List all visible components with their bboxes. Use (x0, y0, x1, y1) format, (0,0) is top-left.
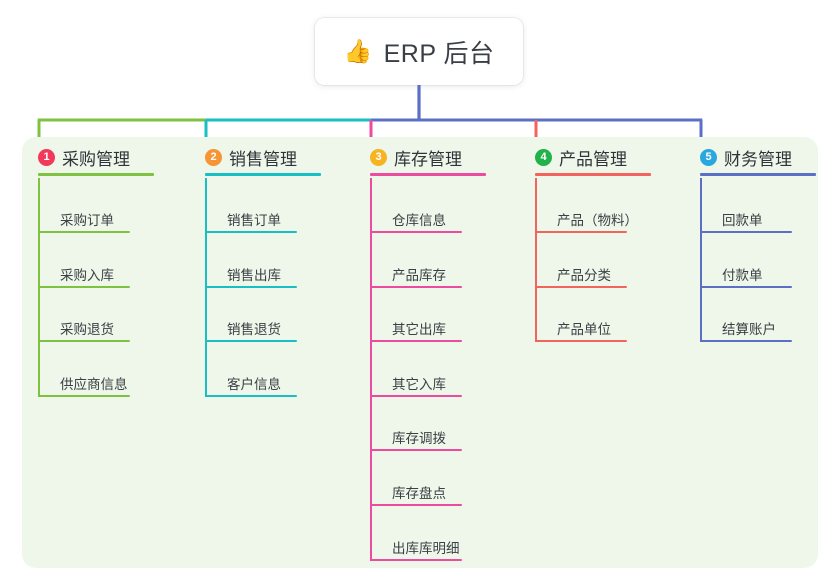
leaf-label: 销售退货 (227, 322, 281, 338)
leaf-label: 付款单 (722, 267, 763, 283)
leaf-rule (535, 231, 627, 233)
branch-header-4[interactable]: 4 产品管理 (535, 145, 627, 170)
leaf-connector (700, 178, 702, 343)
branch-badge-1: 1 (38, 149, 55, 166)
leaf-label: 结算账户 (722, 322, 776, 338)
leaf-item[interactable]: 供应商信息 (38, 137, 178, 397)
leaf-label: 采购订单 (60, 213, 114, 228)
root-node-content: 👍 ERP 后台 (343, 34, 494, 70)
branch-header-rule-4 (535, 173, 651, 176)
leaf-item[interactable]: 客户信息 (205, 137, 345, 397)
leaf-label: 销售出库 (227, 267, 281, 283)
leaf-connector (205, 178, 207, 397)
leaf-rule (205, 231, 297, 233)
leaf-label: 仓库信息 (392, 213, 446, 228)
leaf-rule (38, 394, 130, 397)
branch-title-4: 产品管理 (559, 150, 627, 169)
leaf-rule (370, 340, 462, 343)
branch-header-5[interactable]: 5 财务管理 (700, 145, 792, 170)
branch-column-5: 5 财务管理回款单付款单结算账户 (700, 137, 839, 568)
leaf-label: 回款单 (722, 213, 763, 228)
leaf-label: 供应商信息 (60, 376, 128, 392)
leaf-rule (205, 285, 297, 288)
leaf-rule (370, 504, 462, 506)
leaf-label: 其它入库 (392, 376, 446, 392)
leaf-rule (700, 340, 792, 343)
leaf-label: 销售订单 (227, 213, 281, 228)
leaf-rule (38, 285, 130, 288)
leaf-label: 产品单位 (557, 322, 611, 338)
leaf-rule (370, 231, 462, 233)
branch-column-4: 4 产品管理产品（物料） 产品分类产品单位 (535, 137, 685, 568)
leaf-label: 采购入库 (60, 267, 114, 283)
leaf-label: 采购退货 (60, 322, 114, 338)
branch-column-3: 3 库存管理仓库信息产品库存其它出库其它入库库存调拨库存盘点出库库明细 (370, 137, 520, 568)
leaf-label: 其它出库 (392, 322, 446, 338)
branch-header-rule-2 (205, 173, 321, 176)
leaf-item[interactable]: 结算账户 (700, 137, 839, 343)
leaf-rule (205, 340, 297, 343)
leaf-connector (535, 178, 537, 343)
branch-badge-4: 4 (535, 149, 552, 166)
leaf-rule (370, 558, 462, 561)
leaf-item[interactable]: 出库库明细 (370, 137, 510, 561)
root-node-card[interactable]: 👍 ERP 后台 (315, 18, 523, 85)
branch-badge-3: 3 (370, 149, 387, 166)
branch-title-2: 销售管理 (229, 150, 297, 169)
branch-title-1: 采购管理 (62, 150, 130, 169)
leaf-rule (205, 394, 297, 397)
leaf-label: 库存盘点 (392, 486, 446, 501)
branch-title-5: 财务管理 (724, 150, 792, 169)
leaf-label: 出库库明细 (392, 540, 460, 556)
branch-header-rule-3 (370, 173, 486, 176)
branches-panel (22, 137, 818, 568)
root-node-label: ERP 后台 (383, 39, 495, 68)
leaf-label: 产品分类 (557, 267, 611, 283)
leaf-rule (700, 285, 792, 288)
leaf-rule (700, 231, 792, 233)
branch-column-1: 1 采购管理采购订单采购入库采购退货供应商信息 (38, 137, 188, 568)
branch-column-2: 2 销售管理销售订单销售出库销售退货客户信息 (205, 137, 355, 568)
branch-badge-2: 2 (205, 149, 222, 166)
leaf-rule (38, 231, 130, 233)
leaf-label: 产品库存 (392, 267, 446, 283)
leaf-connector (38, 178, 40, 397)
branch-title-3: 库存管理 (394, 150, 462, 169)
leaf-label: 库存调拨 (392, 431, 446, 447)
thumbs-up-icon: 👍 (343, 38, 373, 64)
leaf-rule (535, 340, 627, 343)
leaf-rule (370, 394, 462, 397)
branch-header-1[interactable]: 1 采购管理 (38, 145, 130, 170)
leaf-label: 产品（物料） (557, 213, 638, 228)
leaf-connector (370, 178, 372, 561)
branch-header-rule-1 (38, 173, 154, 176)
branch-badge-5: 5 (700, 149, 717, 166)
branch-header-3[interactable]: 3 库存管理 (370, 145, 462, 170)
leaf-rule (38, 340, 130, 343)
branch-header-rule-5 (700, 173, 816, 176)
branch-header-2[interactable]: 2 销售管理 (205, 145, 297, 170)
leaf-rule (370, 285, 462, 288)
leaf-rule (370, 449, 462, 452)
leaf-item[interactable]: 产品单位 (535, 137, 675, 343)
leaf-rule (535, 285, 627, 288)
leaf-label: 客户信息 (227, 376, 281, 392)
